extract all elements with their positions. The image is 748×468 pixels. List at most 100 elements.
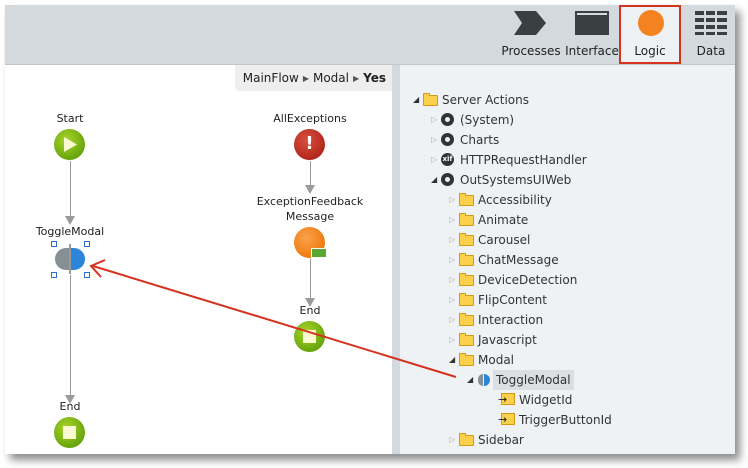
input-parameter-icon: [501, 393, 515, 405]
tree-item-label: ToggleModal: [493, 370, 574, 390]
breadcrumb: MainFlow▶Modal▶Yes: [234, 65, 392, 91]
connector-line: [310, 259, 311, 299]
collapsed-arrow-icon[interactable]: ▷: [449, 275, 456, 284]
tab-data[interactable]: Data: [687, 5, 735, 64]
collapsed-arrow-icon[interactable]: ▷: [431, 135, 438, 144]
tab-interface-label: Interface: [565, 44, 619, 58]
tree-item-widgetid[interactable]: → WidgetId: [400, 390, 730, 410]
folder-icon: [459, 293, 474, 306]
tree-item-system[interactable]: ▷ (System): [400, 110, 730, 130]
tab-interface[interactable]: Interface: [565, 5, 619, 64]
collapsed-arrow-icon[interactable]: ▷: [449, 215, 456, 224]
start-node[interactable]: [54, 129, 85, 160]
folder-icon: [459, 213, 474, 226]
tree-item-label: OutSystemsUIWeb: [460, 173, 572, 187]
play-icon: [64, 137, 77, 152]
connector-arrow-icon: [65, 395, 75, 404]
tree-item-animate[interactable]: ▷ Animate: [400, 210, 730, 230]
connector-line: [310, 161, 311, 186]
collapsed-arrow-icon[interactable]: ▷: [431, 155, 438, 164]
end-node-right-label: End: [299, 304, 321, 317]
panel-splitter[interactable]: [392, 65, 400, 454]
collapsed-arrow-icon[interactable]: ▷: [449, 235, 456, 244]
module-icon: [441, 173, 454, 186]
expanded-arrow-icon[interactable]: ◢: [467, 375, 474, 384]
tree-item-triggerbuttonid[interactable]: → TriggerButtonId: [400, 410, 730, 430]
selection-handle[interactable]: [51, 272, 57, 278]
tree-item-togglemodal[interactable]: ◢ ToggleModal: [400, 370, 730, 390]
collapsed-arrow-icon[interactable]: ▷: [449, 315, 456, 324]
tree-item-label: HTTPRequestHandler: [460, 153, 587, 167]
exception-feedback-label-line2: Message: [285, 210, 335, 223]
breadcrumb-item-modal[interactable]: Modal: [312, 71, 349, 85]
connector-arrow-icon: [65, 216, 75, 225]
exclamation-icon: !: [305, 133, 314, 154]
folder-open-icon: [423, 93, 438, 106]
module-icon: [441, 113, 454, 126]
tree-item-flipcontent[interactable]: ▷ FlipContent: [400, 290, 730, 310]
collapsed-arrow-icon[interactable]: ▷: [449, 335, 456, 344]
end-node-left[interactable]: [54, 417, 85, 448]
tree-item-label: Carousel: [478, 233, 531, 247]
toggle-modal-node-label: ToggleModal: [35, 225, 105, 238]
folder-icon: [459, 433, 474, 446]
action-divider: [69, 244, 71, 274]
xif-icon: xif: [441, 153, 454, 166]
logic-orange-circle-icon: [638, 10, 664, 36]
tree-item-label: Sidebar: [478, 433, 524, 447]
module-icon: [441, 133, 454, 146]
tree-item-outsystemsuiweb[interactable]: ◢ OutSystemsUIWeb: [400, 170, 730, 190]
data-grid-icon: [695, 11, 727, 35]
logic-tree: ◢ Server Actions ▷ (System) ▷ Charts ▷ x…: [400, 65, 735, 454]
tree-item-charts[interactable]: ▷ Charts: [400, 130, 730, 150]
flow-canvas[interactable]: MainFlow▶Modal▶Yes Start ToggleModal End…: [5, 65, 392, 454]
tree-item-chatmessage[interactable]: ▷ ChatMessage: [400, 250, 730, 270]
selection-handle[interactable]: [51, 241, 57, 247]
collapsed-arrow-icon[interactable]: ▷: [449, 435, 456, 444]
selection-handle[interactable]: [84, 241, 90, 247]
exception-feedback-label-line1: ExceptionFeedback: [256, 195, 364, 208]
folder-icon: [459, 273, 474, 286]
tree-item-modal[interactable]: ◢ Modal: [400, 350, 730, 370]
tree-item-label: FlipContent: [478, 293, 547, 307]
tree-item-httprequesthandler[interactable]: ▷ xif HTTPRequestHandler: [400, 150, 730, 170]
tree-item-devicedetection[interactable]: ▷ DeviceDetection: [400, 270, 730, 290]
top-toolbar: Processes Interface Logic Data: [5, 5, 735, 65]
selection-handle[interactable]: [84, 272, 90, 278]
client-action-icon: [478, 374, 491, 386]
collapsed-arrow-icon[interactable]: ▷: [449, 195, 456, 204]
expanded-arrow-icon[interactable]: ◢: [413, 95, 420, 104]
stop-icon: [303, 330, 316, 343]
expanded-arrow-icon[interactable]: ◢: [449, 355, 456, 364]
end-node-right[interactable]: [294, 321, 325, 352]
tree-item-accessibility[interactable]: ▷ Accessibility: [400, 190, 730, 210]
start-node-label: Start: [56, 112, 84, 125]
breadcrumb-item-mainflow[interactable]: MainFlow: [242, 71, 299, 85]
tree-item-server-actions[interactable]: ◢ Server Actions: [400, 90, 730, 110]
tab-processes[interactable]: Processes: [500, 5, 562, 64]
expanded-arrow-icon[interactable]: ◢: [431, 175, 438, 184]
tree-item-label: Modal: [478, 353, 514, 367]
tree-item-label: TriggerButtonId: [519, 413, 612, 427]
tree-item-javascript[interactable]: ▷ Javascript: [400, 330, 730, 350]
connector-arrow-icon: [305, 185, 315, 194]
tree-item-carousel[interactable]: ▷ Carousel: [400, 230, 730, 250]
tree-item-interaction[interactable]: ▷ Interaction: [400, 310, 730, 330]
all-exceptions-node[interactable]: !: [294, 129, 325, 160]
collapsed-arrow-icon[interactable]: ▷: [431, 115, 438, 124]
folder-icon: [459, 193, 474, 206]
arrow-into-icon: →: [498, 393, 508, 406]
feedback-message-badge-icon: [311, 248, 327, 258]
folder-icon: [459, 313, 474, 326]
toggle-modal-node[interactable]: [55, 244, 86, 274]
tree-item-label: Interaction: [478, 313, 544, 327]
collapsed-arrow-icon[interactable]: ▷: [449, 255, 456, 264]
tree-item-label: (System): [460, 113, 515, 127]
tree-item-sidebar[interactable]: ▷ Sidebar: [400, 430, 730, 450]
breadcrumb-separator-icon: ▶: [352, 74, 360, 83]
tab-logic[interactable]: Logic: [619, 5, 681, 64]
tree-item-label: Server Actions: [442, 93, 529, 107]
connector-line: [70, 161, 71, 216]
collapsed-arrow-icon[interactable]: ▷: [449, 295, 456, 304]
client-action-icon: [55, 248, 69, 270]
